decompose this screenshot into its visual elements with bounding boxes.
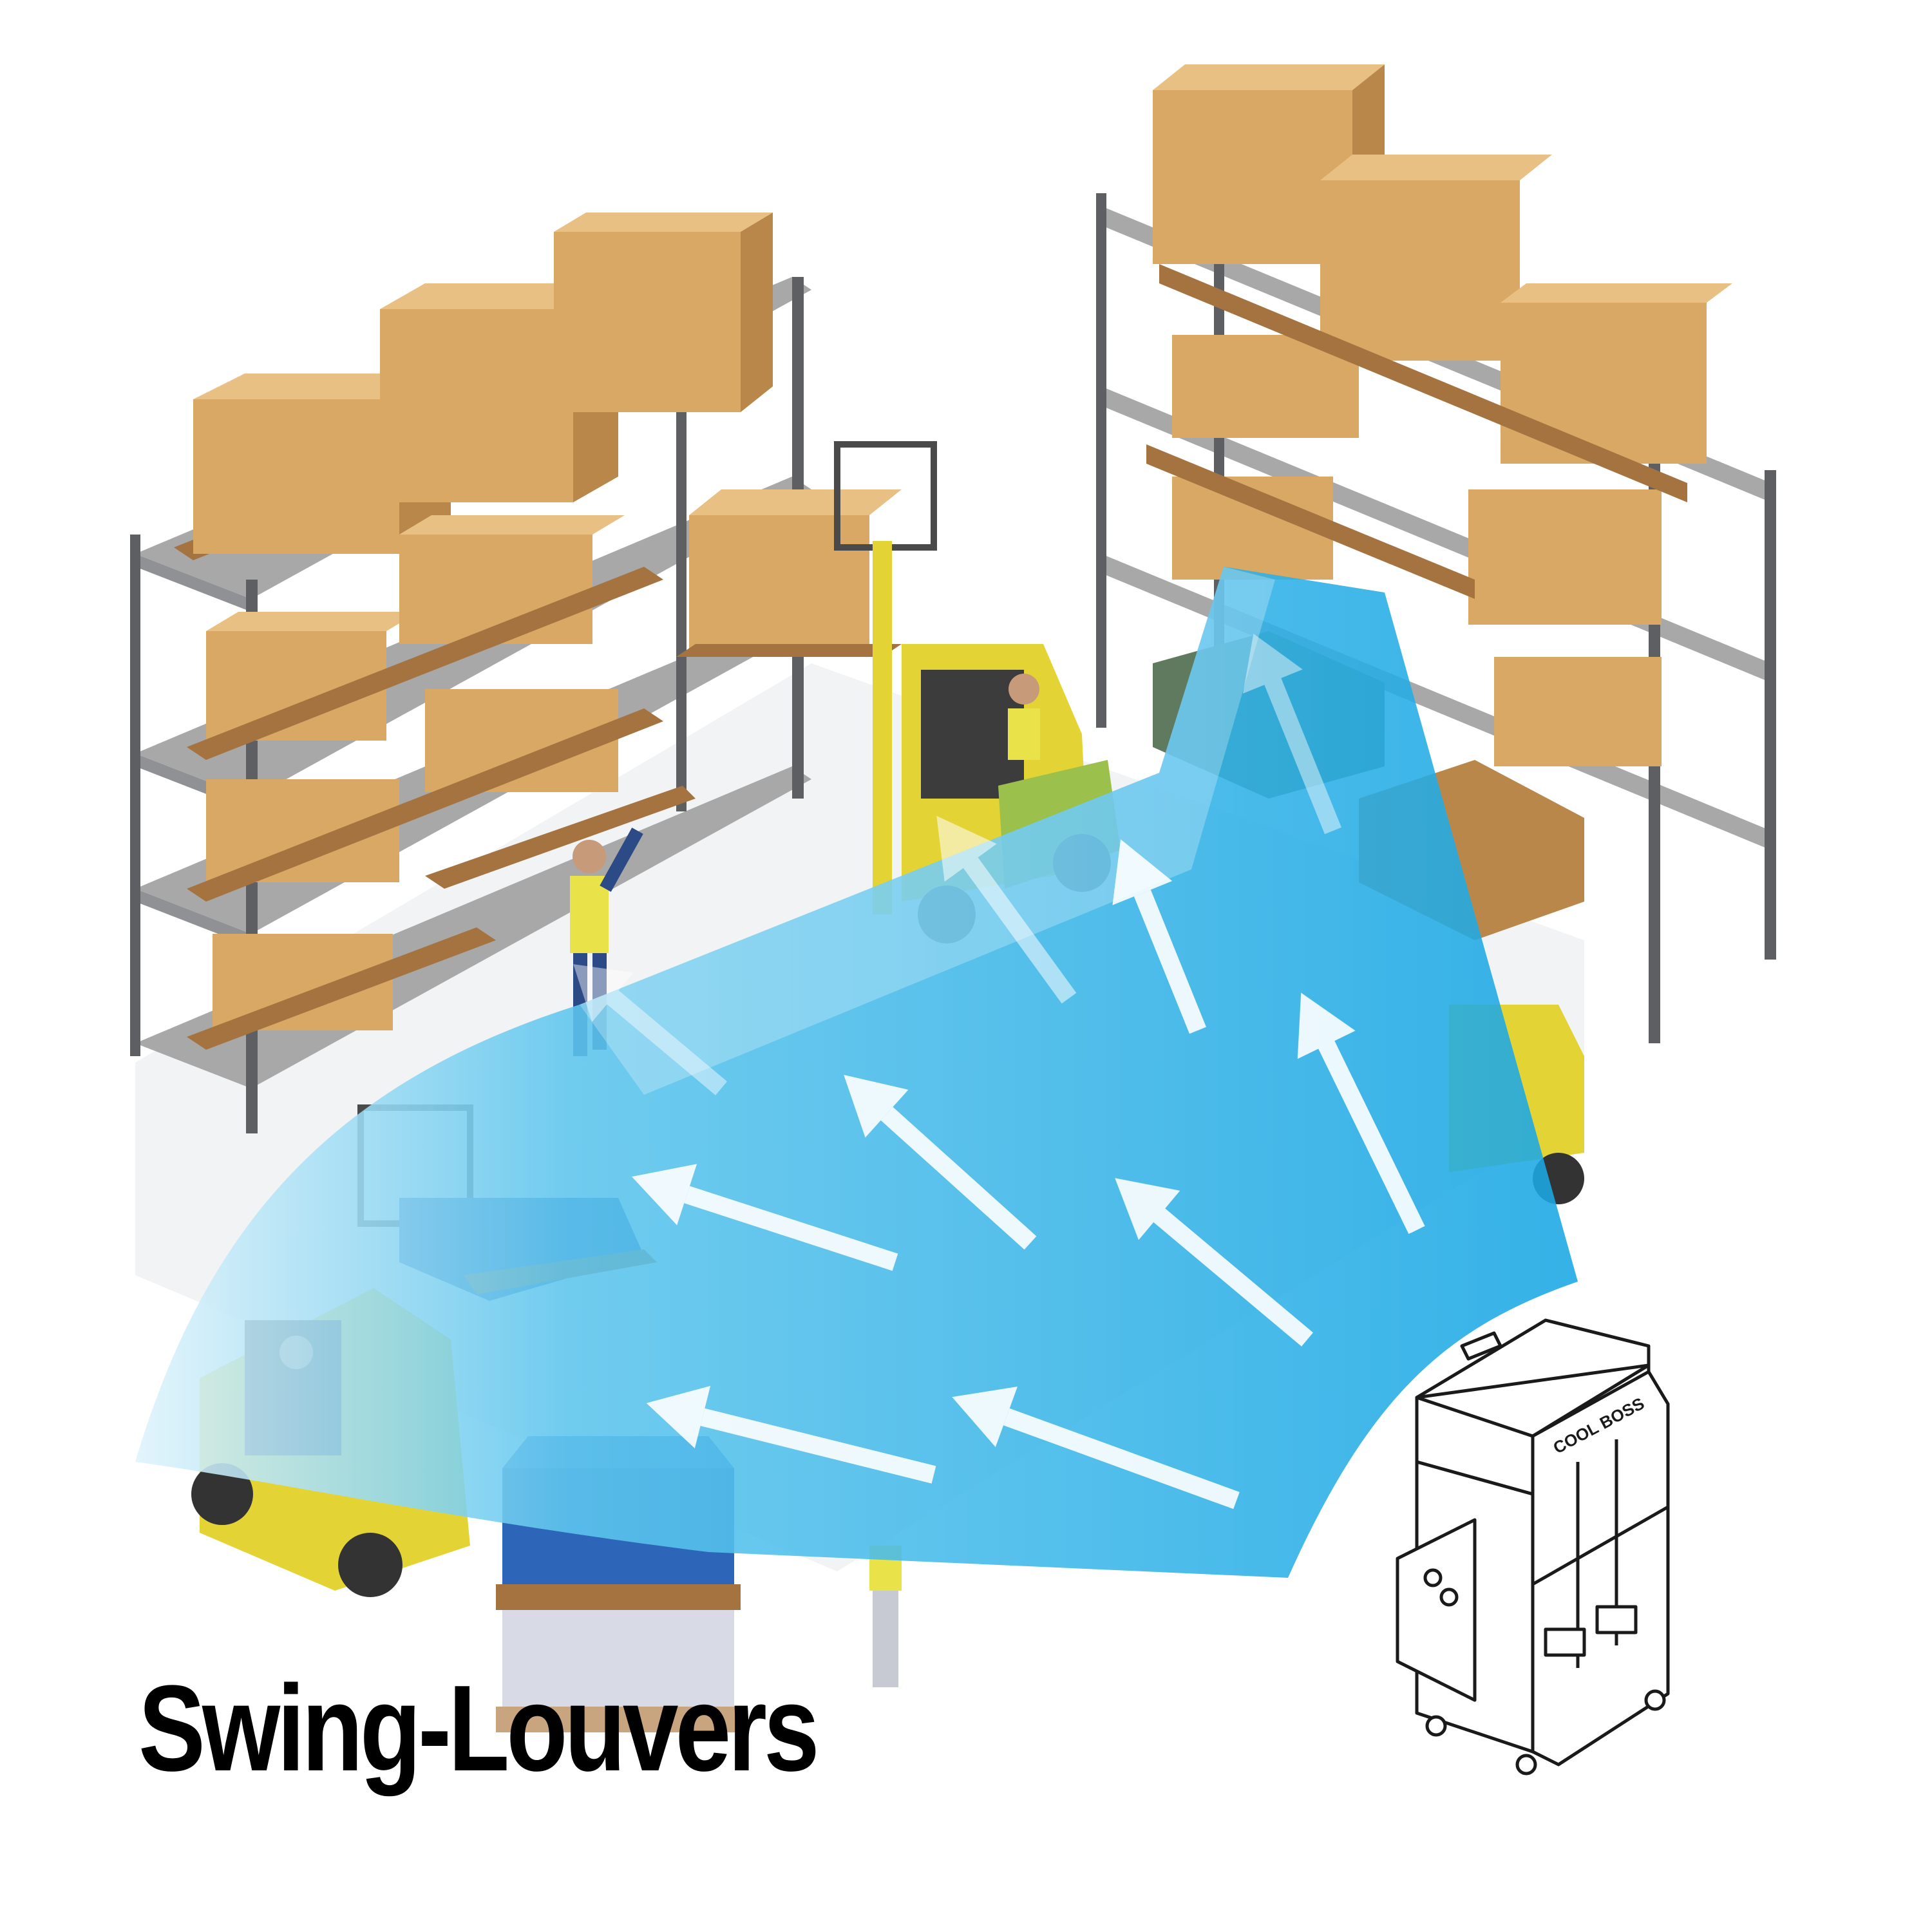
airflow-arrow-icon [632, 1164, 898, 1271]
caption-title: Swing-Louvers [138, 1660, 820, 1797]
airflow-arrow-icon [952, 1387, 1240, 1510]
airflow-arrow-icon [844, 1075, 1037, 1250]
airflow-arrow-icon [1112, 839, 1206, 1034]
left-warehouse-rack [130, 213, 902, 1133]
airflow-arrow-icon [573, 964, 727, 1095]
airflow-fan-region [135, 567, 1578, 1578]
airflow-arrow-icon [646, 1385, 936, 1484]
airflow-arrow-icon [936, 815, 1077, 1004]
airflow-arrow-icon [1297, 992, 1425, 1235]
airflow-arrow-icon [1115, 1178, 1313, 1347]
airflow-arrows [573, 634, 1425, 1510]
airflow-arrow-icon [1242, 634, 1341, 835]
worker-front [869, 1546, 902, 1687]
airflow-fan-light-band [580, 567, 1275, 1095]
evaporative-cooler-icon [1396, 1318, 1670, 1776]
